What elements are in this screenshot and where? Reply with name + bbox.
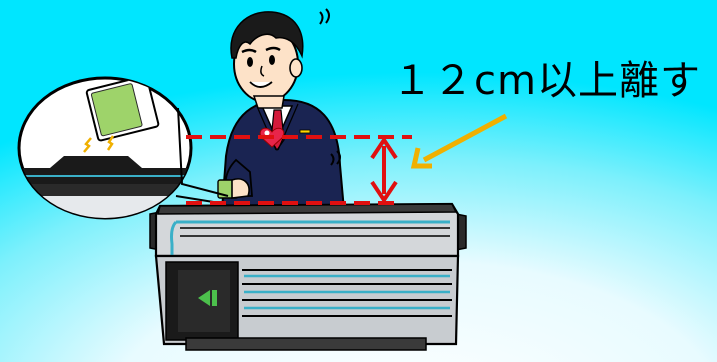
card-reader-machine (150, 204, 466, 350)
distance-caption: １２cm以上離す (392, 58, 701, 104)
